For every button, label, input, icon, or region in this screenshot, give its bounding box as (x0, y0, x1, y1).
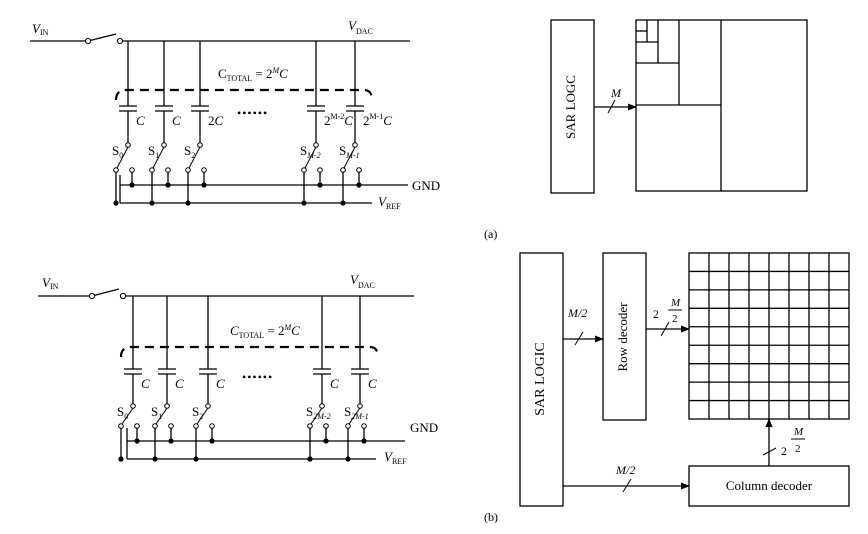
capacitor-branch: C S0 (117, 296, 150, 462)
svg-text:2: 2 (672, 313, 678, 325)
switch-label: S2 (192, 404, 203, 421)
switch-label: S1 (151, 404, 162, 421)
unit-cell-array (688, 252, 850, 420)
bus-width-slash (607, 99, 616, 114)
switch-label: S0 (117, 404, 128, 421)
capacitor-branch: C S2M-2 (306, 296, 339, 462)
vref-label: VREF (384, 449, 407, 466)
panel-a-circuit: VIN VDAC CTOTAL = 2MC •••••• CS0CS12CS22… (30, 18, 440, 211)
vin-label: VIN (32, 21, 49, 37)
capacitor-branch: C S1 (148, 41, 181, 206)
svg-text:2: 2 (795, 443, 801, 455)
vdac-label: VDAC (350, 272, 375, 290)
row-select-width: 2 M 2 (653, 297, 682, 325)
capacitor-branch: C S2M-1 (344, 296, 377, 462)
switch-terminal (84, 37, 92, 45)
capacitor-branch: 2C S2 (184, 41, 224, 206)
svg-text:2: 2 (653, 307, 659, 321)
capacitor-label: C (141, 376, 150, 391)
panel-a-logic: SAR LOGC M (a) (484, 19, 808, 241)
sar-logic-label: SAR LOGIC (533, 342, 548, 416)
sar-logic-label: SAR LOGC (563, 75, 578, 139)
capacitor-label: C (175, 376, 184, 391)
vdac-label: VDAC (348, 18, 373, 36)
capacitor-label: C (136, 113, 145, 128)
capacitor-label: C (216, 376, 225, 391)
caption-b: (b) (484, 510, 498, 524)
svg-text:M: M (670, 297, 681, 309)
capacitor-branch: C S1 (151, 296, 184, 462)
switch-label: S0 (112, 143, 123, 160)
vin-label: VIN (42, 275, 59, 291)
row-decoder-label: Row decoder (615, 302, 630, 372)
bus-width-slash (660, 321, 670, 337)
bus-width-slash (762, 447, 777, 456)
switch-terminal (88, 292, 96, 300)
ctotal-label: CTOTAL = 2MC (230, 323, 300, 340)
bus-row-label: M/2 (567, 306, 587, 320)
ellipsis: •••••• (237, 106, 268, 120)
capacitor-branch: C S2 (192, 296, 225, 462)
capacitor-label: 2C (208, 113, 224, 128)
vref-label: VREF (378, 194, 401, 211)
bus-col-label: M/2 (615, 463, 635, 477)
switch-terminal (119, 292, 127, 300)
capacitor-branch: C S0 (112, 41, 145, 206)
column-decoder-label: Column decoder (726, 478, 813, 493)
capacitor-label: C (330, 376, 339, 391)
switch-label: S2M-1 (344, 404, 369, 421)
input-switch (87, 33, 117, 42)
caption-a: (a) (484, 227, 497, 241)
capacitor-label: 2M-2C (324, 112, 353, 128)
capacitor-array-bracket (114, 88, 374, 101)
switch-terminal (116, 37, 124, 45)
svg-text:M: M (793, 426, 804, 438)
bus-m-label: M (610, 86, 622, 100)
switch-label: S2M-2 (306, 404, 331, 421)
bus-width-slash (574, 331, 584, 346)
panel-b-circuit: VIN VDAC CTOTAL = 2MC •••••• CS0CS1CS2CS… (38, 272, 438, 466)
switch-label: SM-1 (339, 143, 360, 160)
switch-label: S1 (148, 143, 159, 160)
bus-width-slash (622, 478, 632, 493)
gnd-label: GND (410, 420, 438, 435)
ellipsis: •••••• (242, 370, 273, 384)
capacitor-array-bracket (119, 345, 380, 358)
capacitor-label: C (172, 113, 181, 128)
switch-label: S2 (184, 143, 195, 160)
sar-logic-block (519, 252, 564, 507)
input-switch (91, 288, 120, 297)
gnd-label: GND (412, 178, 440, 193)
svg-text:2: 2 (781, 444, 787, 458)
capacitor-label: 2M-1C (363, 112, 392, 128)
panel-b-logic: SAR LOGIC Row decoder M/2 2 M 2 M/2 Colu… (484, 252, 850, 524)
capacitor-label: C (368, 376, 377, 391)
switch-label: SM-2 (300, 143, 321, 160)
ctotal-label: CTOTAL = 2MC (218, 66, 288, 83)
column-select-width: 2 M 2 (781, 426, 805, 458)
binary-weighted-cell-array (635, 19, 808, 192)
